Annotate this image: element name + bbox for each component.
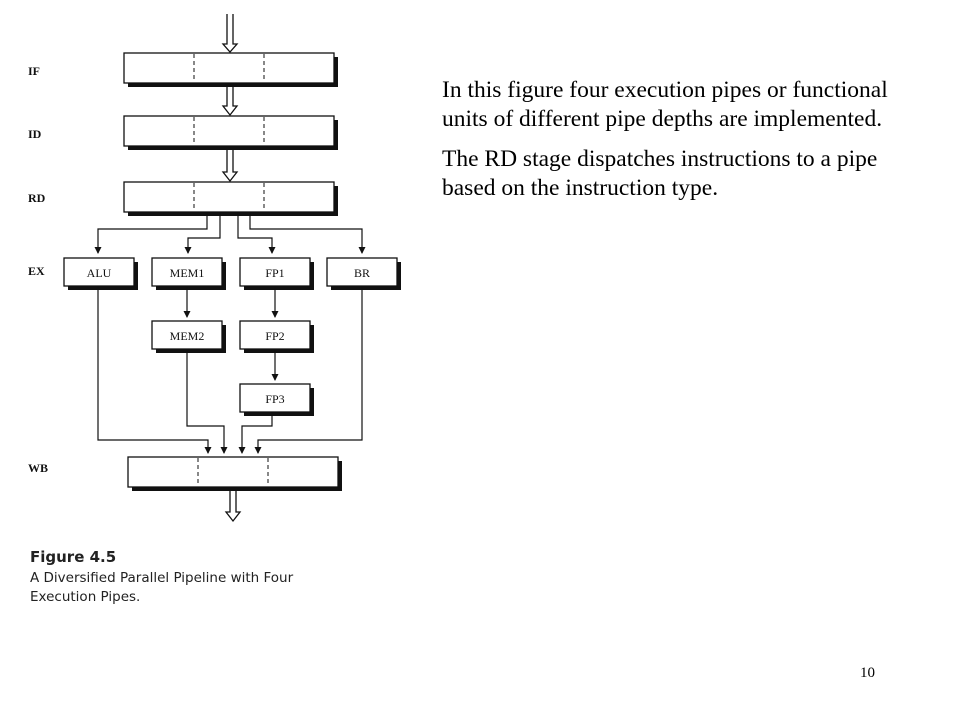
unit-label-fp1: FP1 <box>265 266 284 280</box>
stage-label-id: ID <box>28 127 42 141</box>
unit-label-mem2: MEM2 <box>170 329 205 343</box>
unit-label-fp3: FP3 <box>265 392 284 406</box>
mem1-unit: MEM1 <box>151 257 226 290</box>
rd-stage-buffer <box>123 181 338 216</box>
writeback-lines <box>97 287 363 454</box>
double-arrow-id-rd <box>221 150 239 183</box>
id-stage-buffer <box>123 115 338 150</box>
stage-label-if: IF <box>28 64 40 78</box>
stage-label-rd: RD <box>28 191 46 205</box>
unit-label-mem1: MEM1 <box>170 266 205 280</box>
double-arrow-input <box>221 14 239 53</box>
figure-caption: Figure 4.5 A Diversified Parallel Pipeli… <box>30 548 330 607</box>
alu-unit: ALU <box>63 257 138 290</box>
figure-caption-title: Figure 4.5 <box>30 548 117 566</box>
mem2-unit: MEM2 <box>151 320 226 353</box>
execution-arrows <box>183 287 279 381</box>
if-stage-buffer <box>123 52 338 87</box>
unit-label-fp2: FP2 <box>265 329 284 343</box>
unit-label-br: BR <box>354 266 370 280</box>
stage-label-ex: EX <box>28 264 45 278</box>
stage-label-wb: WB <box>28 461 48 475</box>
figure-caption-text: A Diversified Parallel Pipeline with Fou… <box>30 570 294 605</box>
description-text: In this figure four execution pipes or f… <box>442 76 892 214</box>
unit-label-alu: ALU <box>87 266 112 280</box>
fp3-unit: FP3 <box>239 383 314 416</box>
fp1-unit: FP1 <box>239 257 314 290</box>
fp2-unit: FP2 <box>239 320 314 353</box>
description-paragraph-1: In this figure four execution pipes or f… <box>442 77 888 132</box>
dispatch-lines <box>94 212 366 254</box>
br-unit: BR <box>326 257 401 290</box>
pipeline-diagram: IF ID RD EX WB <box>28 14 401 523</box>
description-paragraph-2: The RD stage dispatches instructions to … <box>442 146 878 201</box>
double-arrow-if-id <box>221 86 239 117</box>
wb-stage-buffer <box>127 456 342 491</box>
double-arrow-output <box>224 490 242 523</box>
page-number: 10 <box>860 665 875 681</box>
